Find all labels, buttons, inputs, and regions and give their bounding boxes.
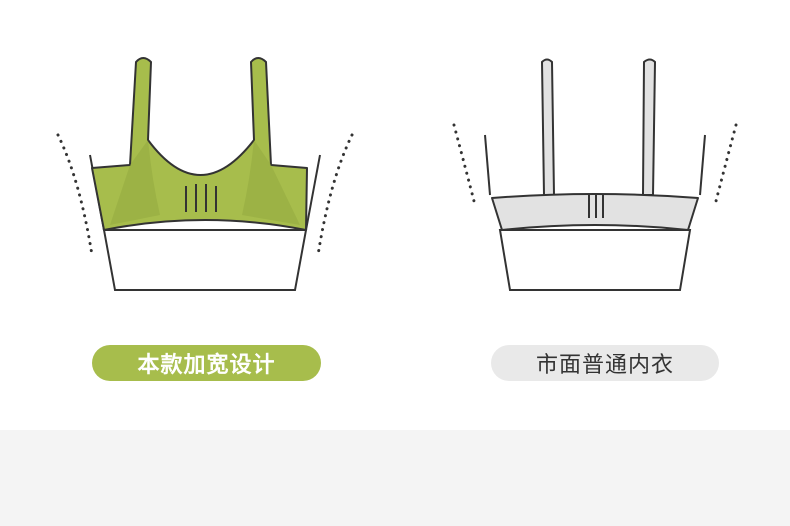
strap-left — [542, 60, 554, 196]
footer-band — [0, 430, 790, 526]
strap-right — [643, 60, 655, 196]
body-side-left — [485, 135, 490, 195]
dotted-arc-left — [58, 135, 92, 255]
torso — [500, 230, 690, 290]
dotted-arc-right — [715, 125, 736, 205]
ordinary-label: 市面普通内衣 — [491, 345, 719, 381]
dotted-arc-left — [454, 125, 475, 205]
wide-band-bra-illustration — [40, 40, 370, 310]
torso — [104, 230, 306, 290]
dotted-arc-right — [318, 135, 352, 255]
ordinary-bra-illustration — [430, 40, 760, 310]
body-side-right — [306, 155, 320, 230]
wide-design-label: 本款加宽设计 — [92, 345, 321, 381]
body-side-right — [700, 135, 705, 195]
